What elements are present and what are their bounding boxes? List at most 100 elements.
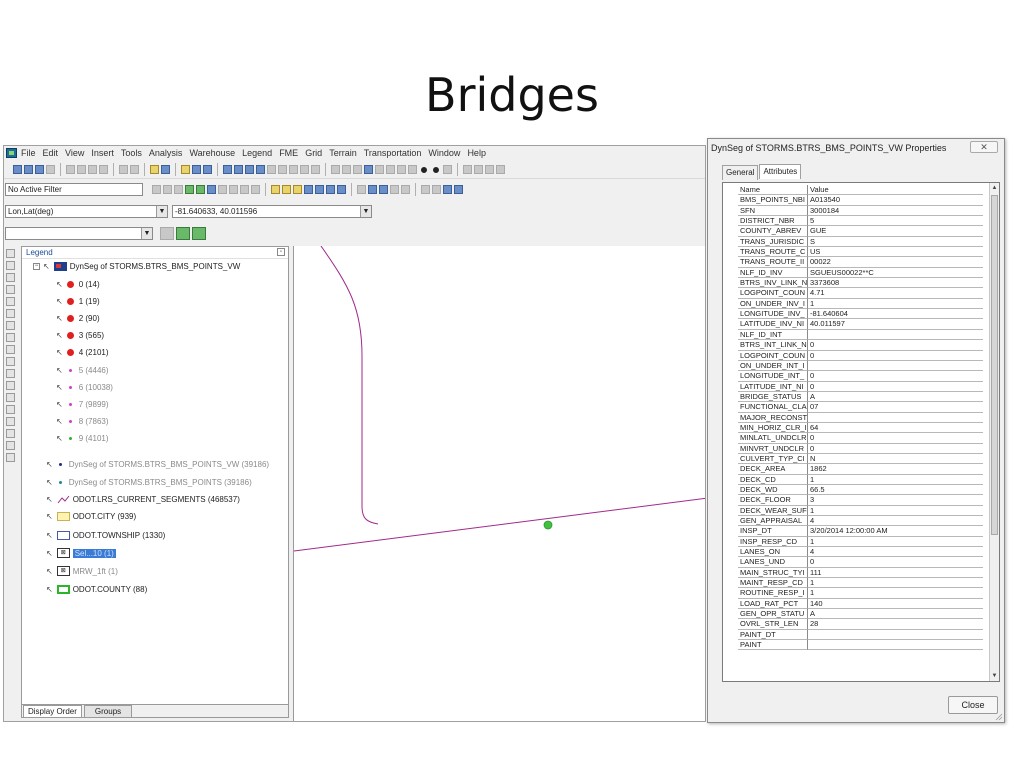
scroll-up-icon[interactable]: ▲ [991, 185, 998, 191]
insert-tool-icon[interactable] [315, 184, 324, 194]
analysis-tool-icon[interactable] [181, 165, 190, 174]
route-up-icon[interactable] [176, 226, 190, 240]
attribute-value-cell[interactable]: 07 [808, 402, 983, 413]
edit-tool-icon[interactable] [379, 184, 388, 194]
line-tool-icon[interactable] [6, 297, 15, 306]
delete-tool-icon[interactable] [6, 453, 15, 462]
chevron-down-icon[interactable]: ▼ [141, 227, 152, 239]
coordinate-system-select[interactable]: Lon,Lat(deg) ▼ [5, 204, 168, 218]
route-direction-icon[interactable] [192, 226, 206, 240]
attribute-value-cell[interactable]: 3 [808, 495, 983, 506]
column-header-value[interactable]: Value [808, 185, 983, 196]
attribute-value-cell[interactable]: -81.640604 [808, 309, 983, 320]
attribute-value-cell[interactable]: 3/20/2014 12:00:00 AM [808, 526, 983, 537]
menu-tools[interactable]: Tools [120, 148, 142, 158]
menu-window[interactable]: Window [428, 148, 461, 158]
attribute-value-cell[interactable]: 1 [808, 578, 983, 589]
insert-tool-icon[interactable] [326, 184, 335, 194]
tab-general[interactable]: General [722, 165, 759, 180]
save-icon[interactable] [35, 165, 44, 174]
attribute-value-cell[interactable]: 0 [808, 382, 983, 392]
attribute-value-cell[interactable]: GUE [808, 226, 983, 237]
paste-icon[interactable] [88, 165, 97, 174]
active-filter-field[interactable]: No Active Filter [5, 182, 143, 196]
legend-layer-item[interactable]: ↖ODOT.TOWNSHIP (1330) [46, 529, 165, 541]
legend-class-item[interactable]: ↖2 (90) [56, 312, 100, 324]
snap-icon[interactable] [432, 184, 441, 194]
legend-class-item[interactable]: ↖7 (9899) [56, 398, 109, 410]
insert-tool-icon[interactable] [337, 184, 346, 194]
align-icon[interactable] [474, 165, 483, 174]
menu-help[interactable]: Help [467, 148, 486, 158]
split-tool-icon[interactable] [6, 357, 15, 366]
layer-tool-icon[interactable] [150, 165, 159, 174]
line-tool-icon[interactable] [353, 165, 362, 174]
road-segment-line[interactable] [293, 497, 706, 552]
arc-tool-icon[interactable] [408, 165, 417, 174]
attribute-value-cell[interactable]: 0 [808, 444, 983, 454]
close-icon[interactable]: ✕ [970, 141, 998, 153]
resize-grip-icon[interactable] [995, 713, 1003, 721]
circle-tool-icon[interactable] [6, 345, 15, 354]
attribute-value-cell[interactable] [808, 330, 983, 341]
draw-tool-icon[interactable] [364, 165, 373, 174]
edit-tool-icon[interactable] [390, 184, 399, 194]
attribute-value-cell[interactable] [808, 413, 983, 423]
delete-icon[interactable] [99, 165, 108, 174]
align-icon[interactable] [463, 165, 472, 174]
attribute-value-cell[interactable]: 40.011597 [808, 319, 983, 330]
grid-icon[interactable] [267, 165, 276, 174]
offset-tool-icon[interactable] [6, 429, 15, 438]
menu-analysis[interactable]: Analysis [148, 148, 183, 158]
attribute-value-cell[interactable]: 0 [808, 371, 983, 382]
legend-class-item[interactable]: ↖9 (4101) [56, 433, 109, 445]
select-rect-icon[interactable] [218, 184, 227, 194]
attribute-value-cell[interactable] [808, 640, 983, 651]
edit-tool-icon[interactable] [368, 184, 377, 194]
chevron-down-icon[interactable]: ▼ [360, 205, 371, 217]
select-line-icon[interactable] [251, 184, 260, 194]
coordinate-readout-field[interactable]: -81.640633, 40.011596 ▼ [172, 204, 372, 218]
point-tool-icon[interactable] [6, 285, 15, 294]
zoom-out-icon[interactable] [245, 165, 254, 174]
attribute-value-cell[interactable] [808, 630, 983, 641]
snap-icon[interactable] [443, 184, 452, 194]
chevron-down-icon[interactable]: ▼ [156, 205, 167, 217]
scrollbar-thumb[interactable] [991, 195, 998, 535]
attribute-value-cell[interactable]: 0 [808, 340, 983, 351]
select-circle-icon[interactable] [240, 184, 249, 194]
align-icon[interactable] [485, 165, 494, 174]
attribute-value-cell[interactable]: 00022 [808, 257, 983, 268]
map-view[interactable] [293, 245, 706, 721]
attribute-value-cell[interactable]: 111 [808, 568, 983, 579]
filter-tool-icon[interactable] [174, 184, 183, 194]
window-icon[interactable] [311, 165, 320, 174]
join-tool-icon[interactable] [6, 369, 15, 378]
attribute-value-cell[interactable]: 0 [808, 557, 983, 568]
locate-route-icon[interactable] [160, 226, 174, 240]
legend-layer-item[interactable]: ↖⊠Sel...10 (1) [46, 547, 116, 559]
menu-file[interactable]: File [21, 148, 36, 158]
table-row[interactable]: NLF_ID_INT [738, 329, 983, 341]
map-window-icon[interactable] [223, 165, 232, 174]
point-tool-icon[interactable] [433, 166, 439, 173]
legend-class-item[interactable]: ↖8 (7863) [56, 416, 109, 428]
open-icon[interactable] [24, 165, 33, 174]
